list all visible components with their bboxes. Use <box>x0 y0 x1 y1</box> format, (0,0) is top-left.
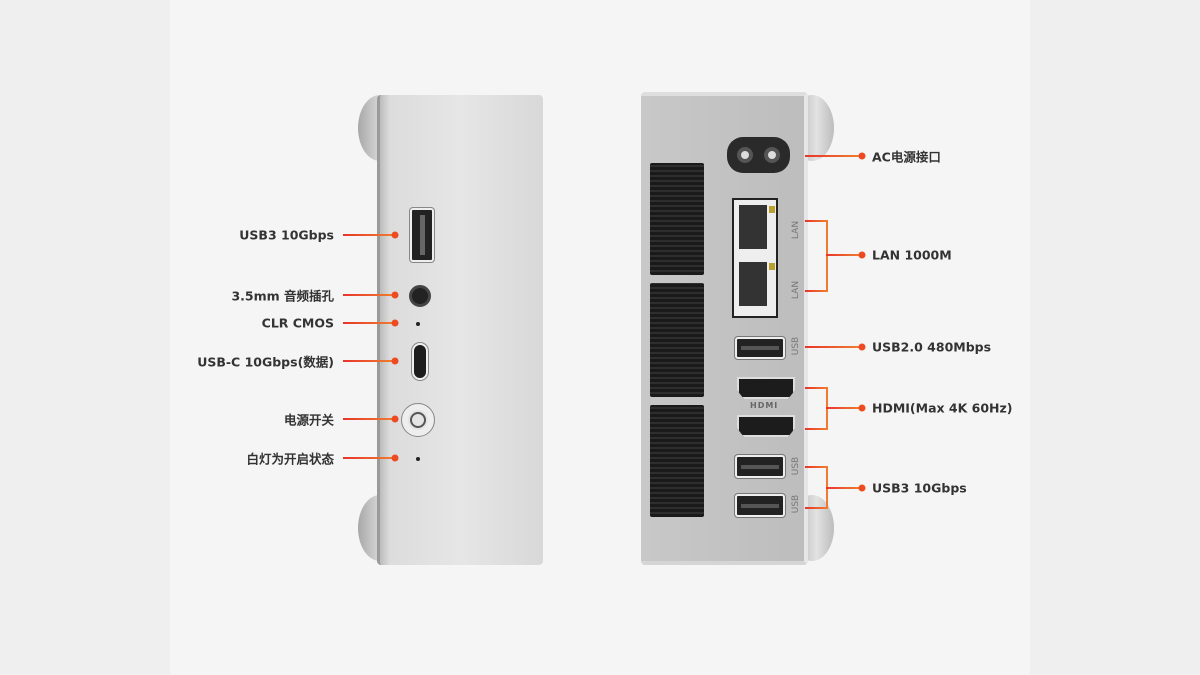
bracket-line <box>805 466 828 468</box>
usb-marking: USB <box>791 456 802 476</box>
label-audio: 3.5mm 音频插孔 <box>231 288 334 304</box>
hdmi-marking: HDMI <box>750 401 779 410</box>
label-usb3: USB3 10Gbps <box>239 227 334 243</box>
vent <box>650 163 704 275</box>
callout-dot <box>391 415 399 423</box>
usb3-port <box>735 455 785 478</box>
label-usb3-back: USB3 10Gbps <box>872 480 967 496</box>
label-usbc: USB-C 10Gbps(数据) <box>197 354 334 370</box>
callout-line <box>343 457 395 459</box>
usb-marking: USB <box>791 336 802 356</box>
vent <box>650 405 704 517</box>
hdmi-port <box>737 415 795 437</box>
bracket-line <box>805 428 828 430</box>
callout-line <box>826 254 862 256</box>
callout-dot <box>391 319 399 327</box>
callout-dot <box>391 291 399 299</box>
front-panel <box>377 95 543 565</box>
usb-a-port <box>410 208 434 262</box>
label-hdmi: HDMI(Max 4K 60Hz) <box>872 400 1013 416</box>
bracket-line <box>805 387 828 389</box>
lan-marking: LAN <box>791 280 802 300</box>
label-power: 电源开关 <box>283 412 334 428</box>
callout-line <box>343 322 395 324</box>
callout-dot <box>391 454 399 462</box>
callout-dot <box>858 484 866 492</box>
callout-line <box>343 360 395 362</box>
led-indicator <box>416 457 420 461</box>
vent <box>650 283 704 397</box>
callout-dot <box>858 343 866 351</box>
bracket-line <box>805 220 828 222</box>
callout-line <box>826 487 862 489</box>
ac-power-port <box>727 137 790 173</box>
callout-line <box>343 234 395 236</box>
lan-marking: LAN <box>791 220 802 240</box>
bracket-line <box>805 290 828 292</box>
label-led: 白灯为开启状态 <box>246 451 334 467</box>
label-usb2: USB2.0 480Mbps <box>872 339 992 355</box>
power-button <box>401 403 435 437</box>
bracket-line <box>805 507 828 509</box>
label-clr-cmos: CLR CMOS <box>261 315 334 331</box>
clr-cmos-hole <box>416 322 420 326</box>
audio-jack <box>409 285 431 307</box>
usb-c-port <box>412 343 428 380</box>
label-ac: AC电源接口 <box>872 149 941 165</box>
usb3-port <box>735 494 785 517</box>
background <box>170 0 1030 675</box>
callout-line <box>805 155 862 157</box>
callout-line <box>805 346 862 348</box>
lan-ports <box>732 198 778 318</box>
callout-dot <box>391 357 399 365</box>
callout-dot <box>858 404 866 412</box>
callout-dot <box>858 251 866 259</box>
bracket-line <box>826 220 828 292</box>
hdmi-port <box>737 377 795 399</box>
usb2-port <box>735 337 785 359</box>
callout-line <box>343 418 395 420</box>
callout-dot <box>391 231 399 239</box>
callout-line <box>826 407 862 409</box>
usb-marking: USB <box>791 494 802 514</box>
callout-line <box>343 294 395 296</box>
label-lan: LAN 1000M <box>872 247 952 263</box>
callout-dot <box>858 152 866 160</box>
